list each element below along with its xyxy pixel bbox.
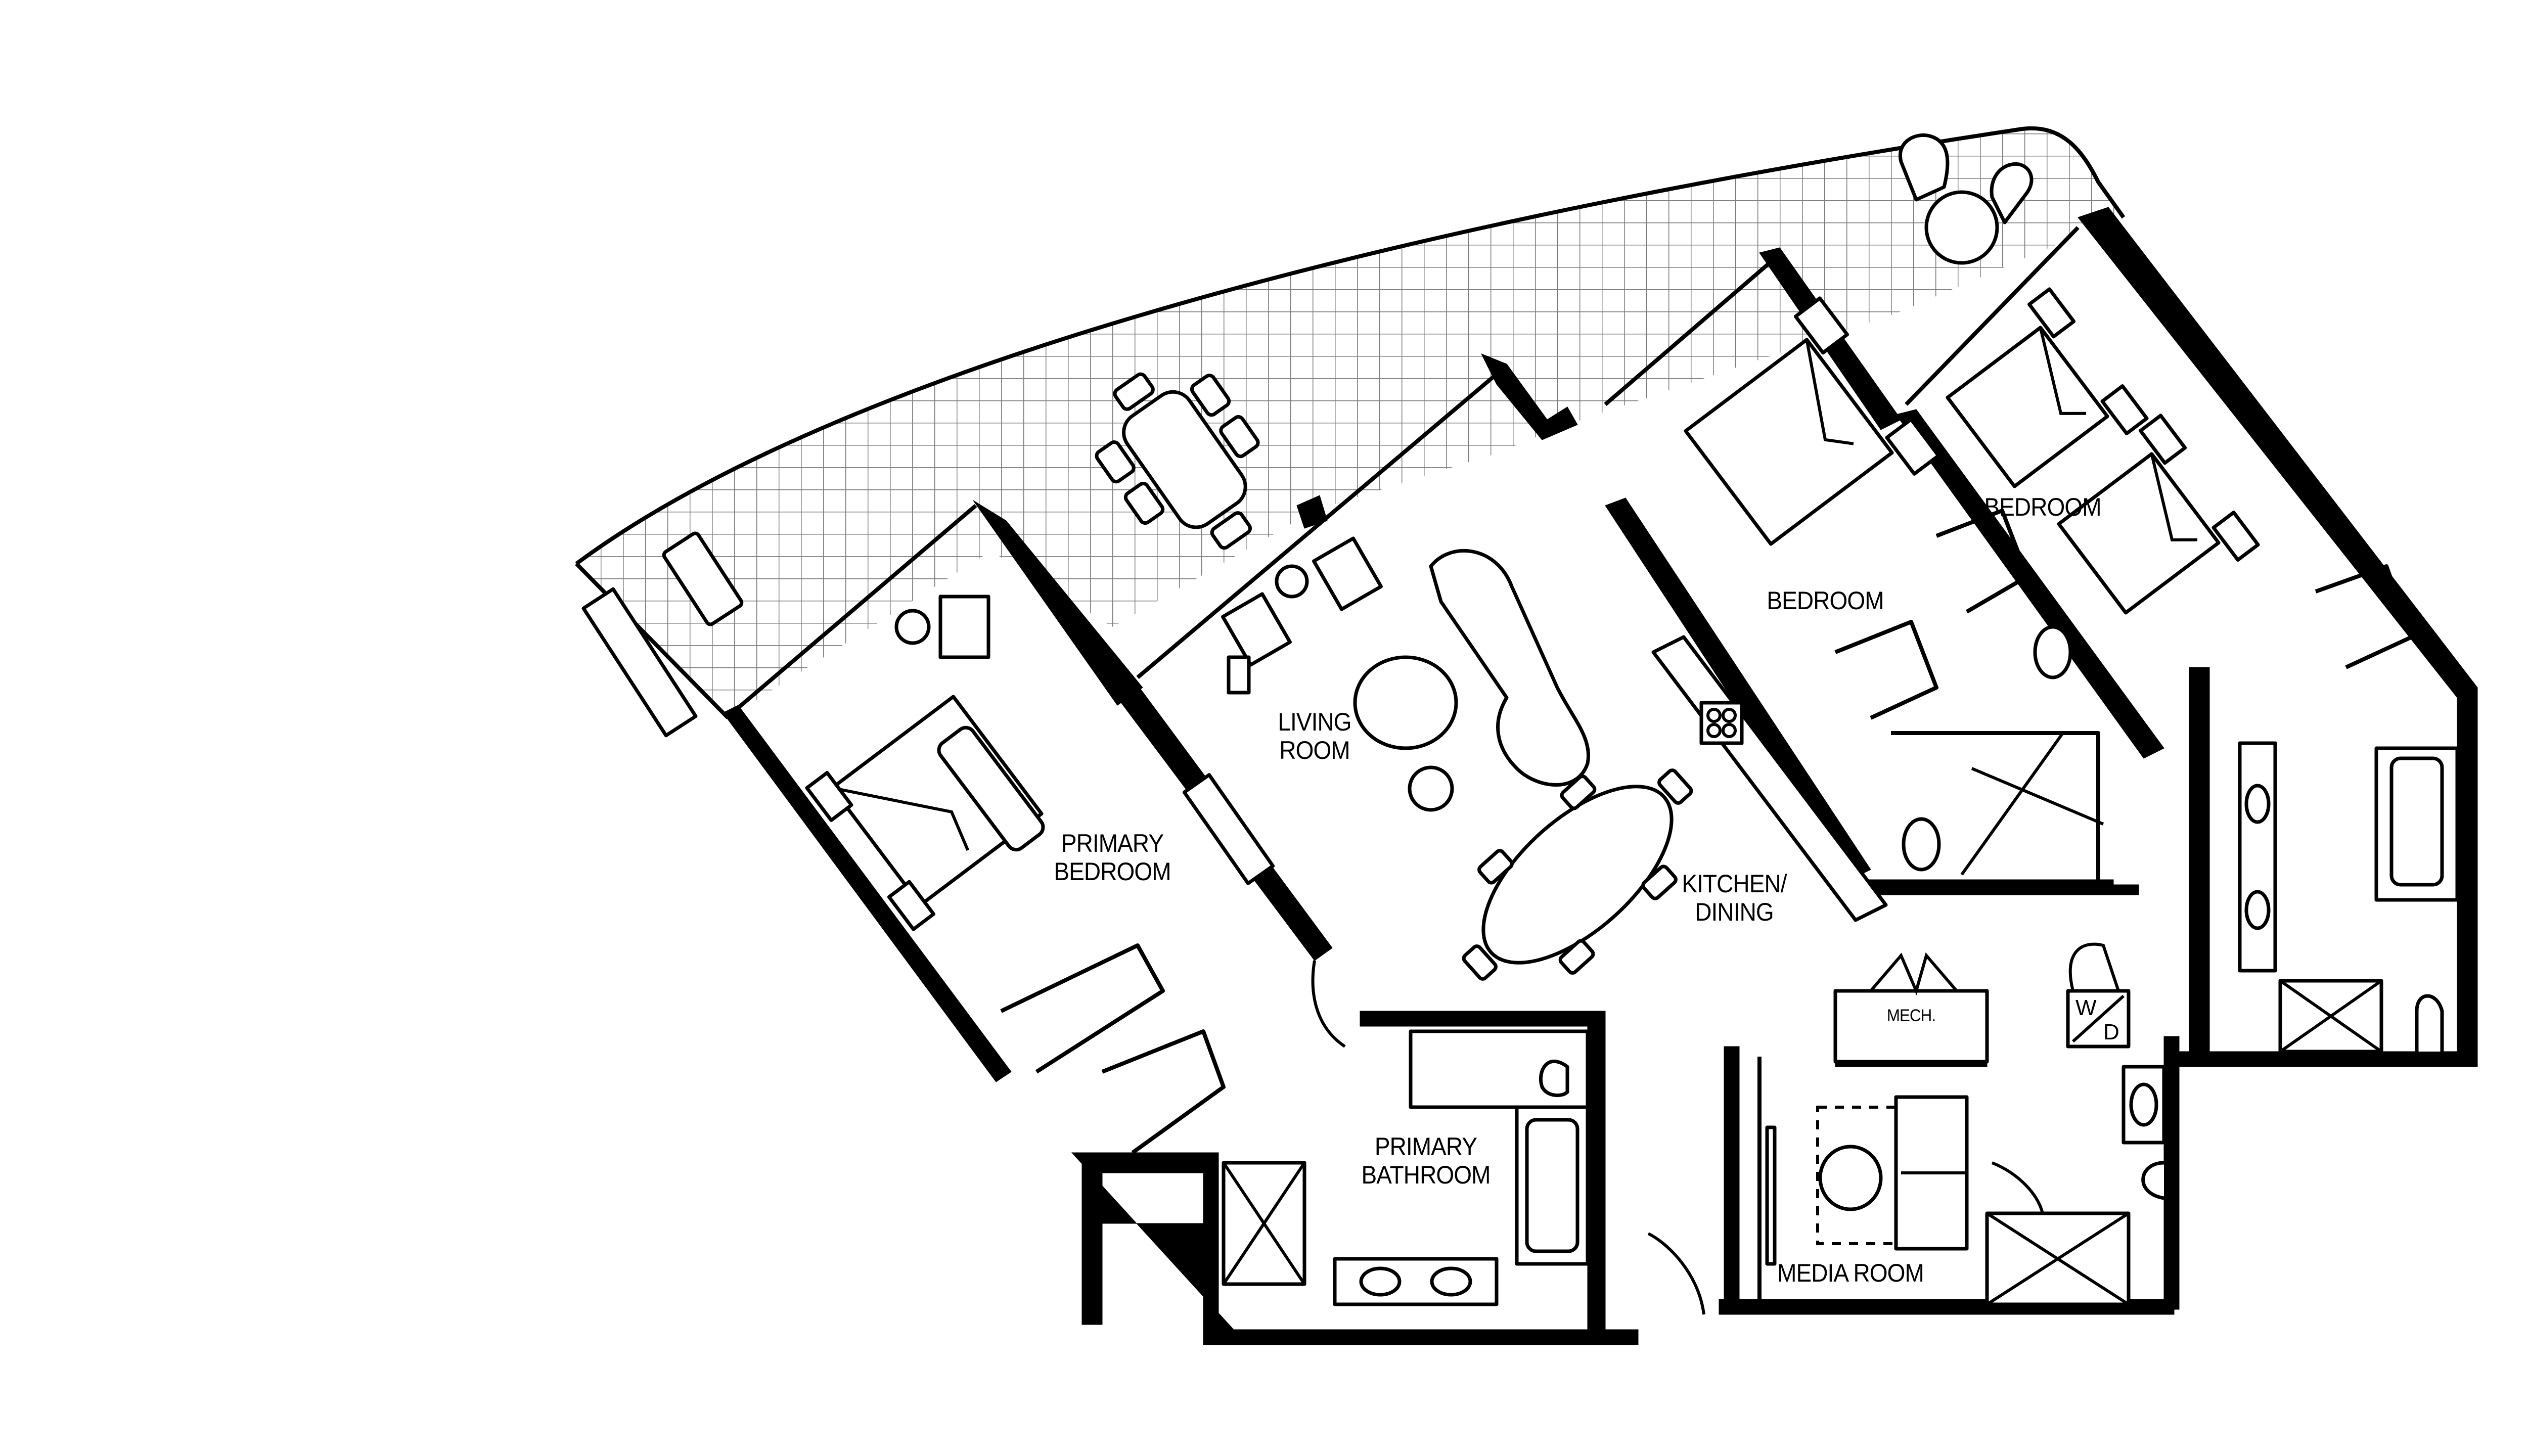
room-label-mech: MECH.	[1886, 1006, 1936, 1025]
room-label-bedroom-3: BEDROOM	[1984, 493, 2101, 521]
room-label-media-room: MEDIA ROOM	[1777, 1259, 1924, 1287]
room-label-kitchen-dining: KITCHEN/ DINING	[1682, 870, 1787, 926]
terrace-lounger-1	[581, 531, 744, 738]
dryer-label: D	[2103, 1020, 2119, 1044]
terrace-dining-table	[1095, 372, 1260, 550]
room-label-living-room: LIVING ROOM	[1278, 708, 1351, 764]
dining-table	[1462, 768, 1693, 981]
washer-label: W	[2075, 995, 2097, 1020]
terrace	[575, 126, 2126, 738]
interior-lines	[737, 226, 2459, 1315]
kitchen-counter	[1651, 635, 1888, 922]
bedroom-2-bed	[1684, 296, 1940, 546]
primary-bed	[805, 695, 1044, 931]
room-label-primary-bedroom: PRIMARY BEDROOM	[1054, 829, 1171, 886]
bedroom-3-bed-2	[2057, 414, 2260, 615]
living-sofa	[1429, 549, 1590, 787]
terrace-bistro-set	[1898, 133, 2034, 265]
room-label-primary-bathroom: PRIMARY BATHROOM	[1361, 1132, 1491, 1189]
bedroom-3-bed-1	[1946, 287, 2149, 488]
walls	[723, 207, 2478, 1345]
room-label-bedroom-2: BEDROOM	[1767, 586, 1884, 615]
